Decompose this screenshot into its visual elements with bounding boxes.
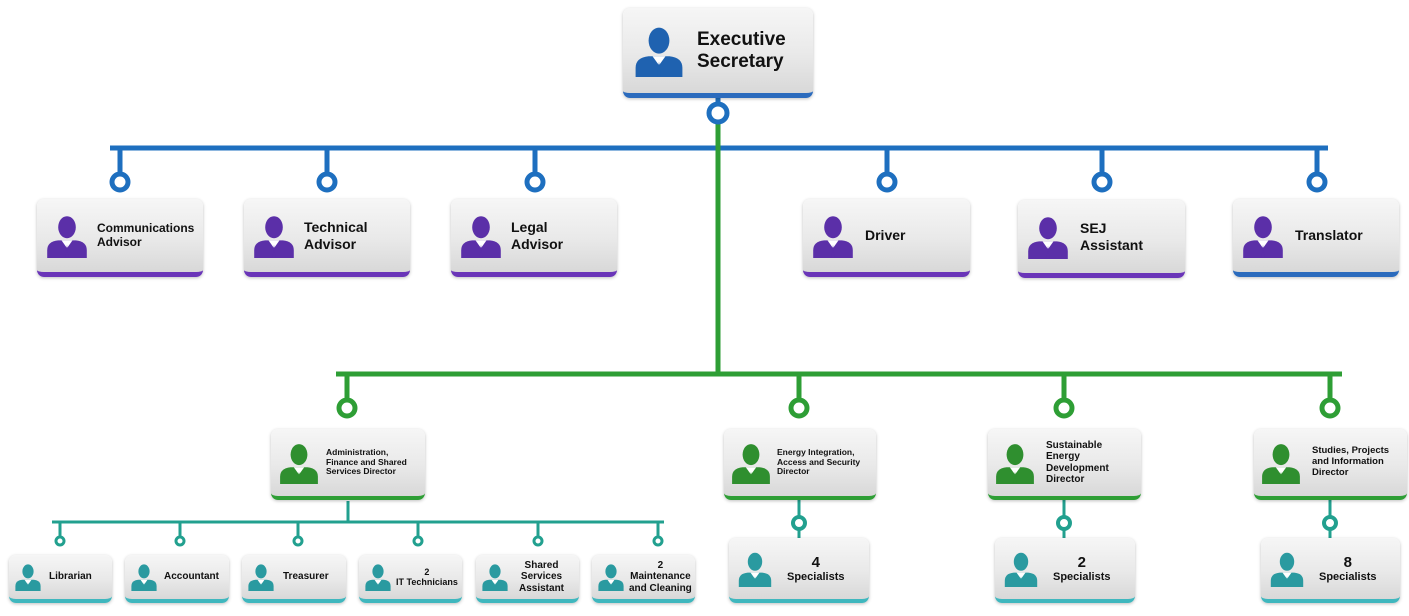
person-icon <box>131 564 157 591</box>
person-icon <box>254 215 294 258</box>
librarian-node: Librarian <box>9 555 112 603</box>
driver-node: Driver <box>803 199 970 277</box>
person-icon <box>635 27 683 77</box>
person-icon <box>732 443 770 484</box>
person-icon <box>482 564 508 591</box>
person-icon <box>248 564 274 591</box>
treasurer-node: Treasurer <box>242 555 346 603</box>
person-icon <box>813 215 853 258</box>
person-icon <box>996 443 1034 484</box>
accountant-node: Accountant <box>125 555 229 603</box>
person-icon <box>461 215 501 258</box>
person-icon <box>1028 216 1068 259</box>
person-icon <box>598 564 624 591</box>
person-icon <box>1004 552 1038 587</box>
person-icon <box>15 564 41 591</box>
person-icon <box>1270 552 1304 587</box>
person-icon <box>47 215 87 258</box>
person-icon <box>1262 443 1300 484</box>
person-icon <box>1243 215 1283 258</box>
translator-node: Translator <box>1233 199 1399 277</box>
person-icon <box>280 443 318 484</box>
person-icon <box>365 564 391 591</box>
person-icon <box>738 552 772 587</box>
